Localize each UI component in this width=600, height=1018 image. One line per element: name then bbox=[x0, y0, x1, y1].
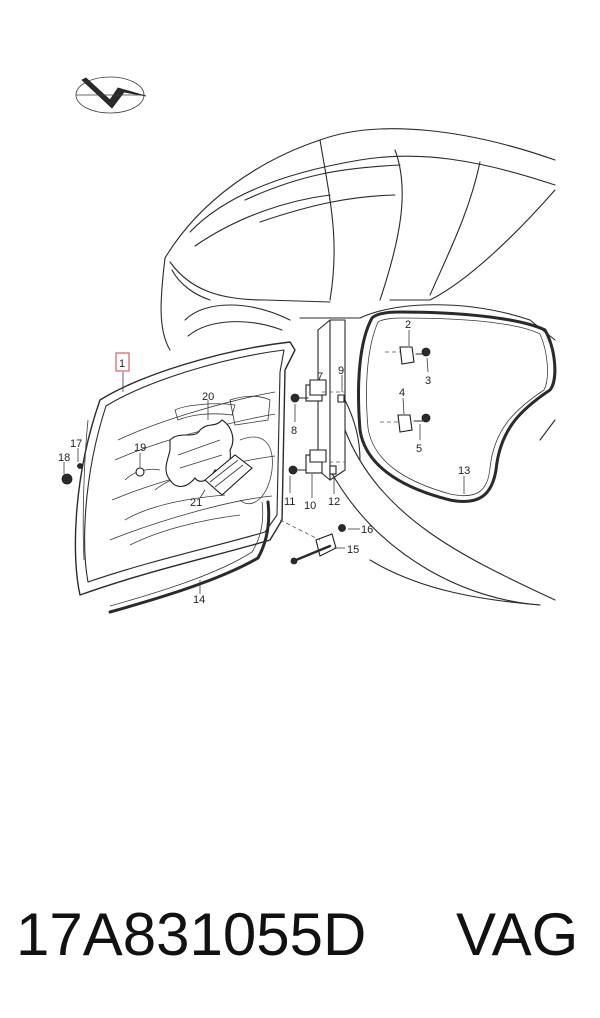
callout-13: 13 bbox=[458, 465, 470, 477]
view-direction-arrow-icon bbox=[75, 76, 147, 114]
callout-17: 17 bbox=[70, 438, 82, 450]
callout-1: 1 bbox=[119, 358, 125, 370]
callout-14: 14 bbox=[193, 594, 205, 606]
callout-4: 4 bbox=[399, 387, 405, 399]
callout-12: 12 bbox=[328, 496, 340, 508]
callout-7: 7 bbox=[317, 371, 323, 383]
part-info-footer: 17A831055D VAG bbox=[0, 895, 600, 975]
a-pillar bbox=[317, 319, 361, 481]
door-shell bbox=[74, 341, 296, 596]
brand-name: VAG bbox=[456, 901, 579, 968]
callout-18: 18 bbox=[58, 452, 70, 464]
callout-3: 3 bbox=[425, 375, 431, 387]
callout-8: 8 bbox=[291, 425, 297, 437]
door-exploded-diagram: 1 2 3 4 5 7 8 9 10 11 12 13 14 15 16 17 … bbox=[58, 76, 557, 614]
door-check-strap bbox=[279, 519, 346, 565]
callout-19: 19 bbox=[134, 442, 146, 454]
part-number: 17A831055D bbox=[16, 901, 367, 968]
window-regulator bbox=[165, 403, 253, 496]
leader-lines bbox=[63, 330, 465, 594]
callout-2: 2 bbox=[405, 319, 411, 331]
callout-9: 9 bbox=[338, 365, 344, 377]
callout-11: 11 bbox=[284, 496, 295, 508]
callout-5: 5 bbox=[416, 443, 422, 455]
car-body-outline bbox=[160, 128, 556, 606]
callout-1-highlight bbox=[115, 352, 130, 372]
door-opening-seal bbox=[357, 310, 557, 503]
door-weatherstrip bbox=[108, 500, 271, 614]
fasteners bbox=[61, 463, 145, 485]
callout-21: 21 bbox=[190, 497, 202, 509]
callout-20: 20 bbox=[202, 391, 214, 403]
callout-15: 15 bbox=[347, 544, 359, 556]
hinge-parts bbox=[288, 379, 345, 475]
callout-16: 16 bbox=[361, 524, 373, 536]
striker-parts bbox=[380, 346, 431, 433]
callout-10: 10 bbox=[304, 500, 316, 512]
